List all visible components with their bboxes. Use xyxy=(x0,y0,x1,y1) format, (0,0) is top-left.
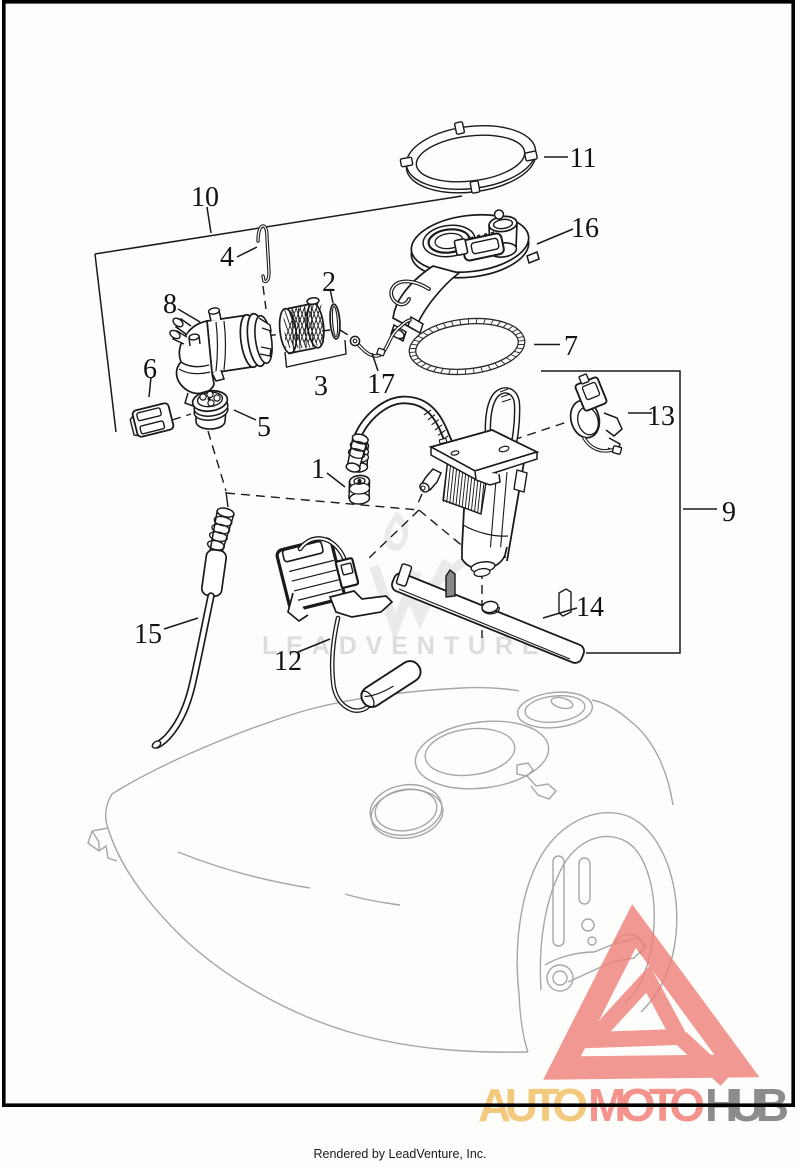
svg-text:5: 5 xyxy=(257,412,271,443)
svg-text:17: 17 xyxy=(367,369,395,400)
svg-text:9: 9 xyxy=(722,497,736,528)
svg-text:14: 14 xyxy=(576,592,604,623)
svg-text:12: 12 xyxy=(274,646,302,677)
svg-text:Rendered by LeadVenture, Inc.: Rendered by LeadVenture, Inc. xyxy=(313,1147,486,1161)
svg-text:11: 11 xyxy=(570,143,597,174)
svg-text:8: 8 xyxy=(163,289,177,320)
svg-text:6: 6 xyxy=(143,354,157,385)
svg-text:7: 7 xyxy=(564,331,578,362)
svg-text:10: 10 xyxy=(191,182,219,213)
svg-text:4: 4 xyxy=(220,242,234,273)
svg-text:1: 1 xyxy=(311,454,325,485)
svg-text:16: 16 xyxy=(571,213,599,244)
svg-text:13: 13 xyxy=(647,401,675,432)
svg-text:3: 3 xyxy=(314,371,328,402)
svg-text:2: 2 xyxy=(322,267,336,298)
svg-text:LEADVENTURE: LEADVENTURE xyxy=(262,632,547,660)
svg-text:15: 15 xyxy=(134,619,162,650)
